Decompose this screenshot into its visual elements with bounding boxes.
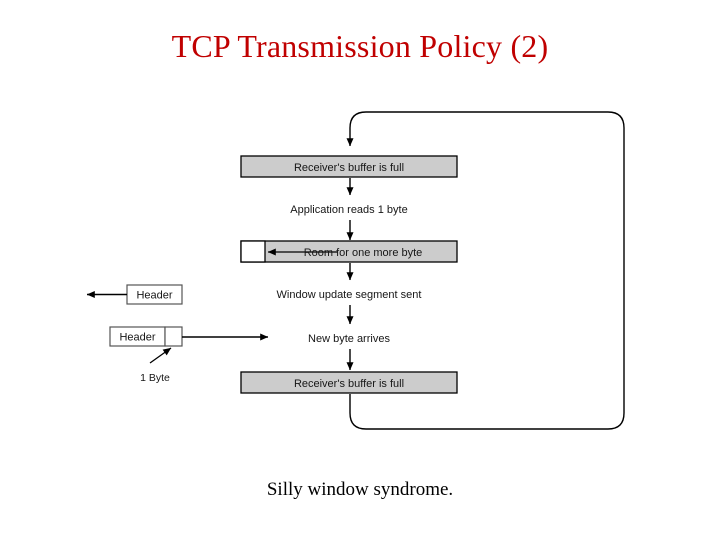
buffer-full-bottom-box: Receiver's buffer is full <box>240 371 458 394</box>
page-title: TCP Transmission Policy (2) <box>171 28 549 64</box>
free-byte-cell <box>240 240 266 263</box>
step-label-new-byte-arrives: New byte arrives <box>308 333 390 345</box>
figure-caption: Silly window syndrome. <box>266 479 454 500</box>
step-label-application-reads: Application reads 1 byte <box>290 204 407 216</box>
header-window-update-box: Header <box>86 284 183 305</box>
room-for-one-more-byte-box: Room for one more byte <box>240 240 458 263</box>
buffer-full-bottom-label: Receiver's buffer is full <box>294 378 404 390</box>
one-byte-cell <box>164 326 183 347</box>
buffer-full-top-box: Receiver's buffer is full <box>240 155 458 178</box>
one-byte-annotation: 1 Byte <box>140 372 170 384</box>
silly-window-syndrome-diagram: Receiver's buffer is full Application re… <box>86 111 625 430</box>
room-for-one-more-byte-label: Room for one more byte <box>304 247 423 259</box>
buffer-full-top-label: Receiver's buffer is full <box>294 162 404 174</box>
header-new-byte-box: Header 1 Byte <box>109 326 269 384</box>
step-label-window-update: Window update segment sent <box>277 289 422 301</box>
feedback-loop-arrow <box>346 111 625 430</box>
one-byte-callout-arrow <box>149 347 172 364</box>
header-new-byte-label: Header <box>119 332 155 344</box>
header-window-update-label: Header <box>136 290 172 302</box>
